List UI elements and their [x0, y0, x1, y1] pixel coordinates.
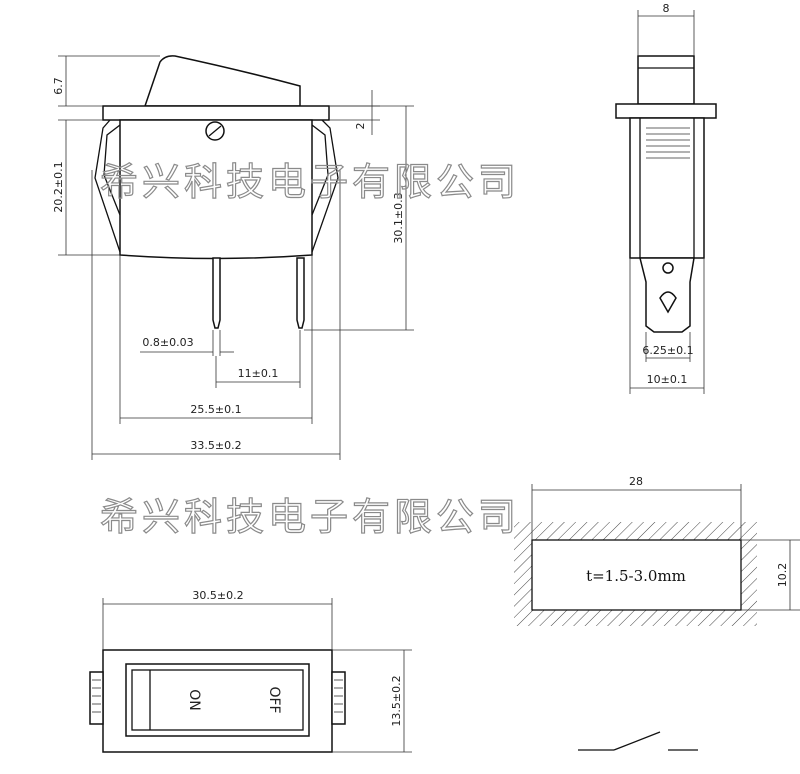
dim-terminal-width: 6.25±0.1 [642, 344, 693, 357]
left-clip [94, 119, 121, 253]
left-latch [89, 671, 104, 725]
watermark-top: 希兴科技电子有限公司 [100, 160, 520, 204]
dim-body-width: 25.5±0.1 [190, 403, 241, 416]
side-view: 8 6.25±0.1 10±0.1 [615, 2, 717, 394]
on-label: ON [186, 689, 202, 711]
dim-rocker-height: 6.7 [52, 77, 65, 95]
dim-total-height: 30.1±0.3 [392, 192, 405, 243]
right-latch [331, 671, 346, 725]
pin-left [212, 257, 221, 329]
dim-pin-pitch: 11±0.1 [238, 367, 279, 380]
dim-side-top: 8 [663, 2, 670, 15]
dim-cutout-width: 28 [629, 475, 643, 488]
watermark-middle: 希兴科技电子有限公司 [100, 495, 520, 539]
dim-side-width: 10±0.1 [647, 373, 688, 386]
cutout-hole [531, 539, 742, 611]
dim-flange-gap: 2 [354, 123, 367, 130]
front-view: 6.7 20.2±0.1 2 30.1±0.3 0.8±0.03 11±0.1 … [52, 55, 414, 460]
terminal-slot-icon [659, 291, 677, 314]
side-rocker [637, 55, 695, 105]
terminal-hole-icon [662, 262, 674, 274]
right-clip [311, 119, 339, 253]
side-ribs [646, 127, 690, 159]
switch-symbol [578, 731, 698, 751]
flange [102, 105, 330, 121]
pin-right [296, 257, 305, 329]
top-view: ON OFF 30.5±0.2 13.5±0.2 [89, 589, 412, 753]
dim-top-width: 30.5±0.2 [192, 589, 243, 602]
switch-body [119, 119, 313, 260]
panel-thickness-note: t=1.5-3.0mm [586, 567, 686, 585]
panel-cutout: t=1.5-3.0mm 28 10.2 [514, 475, 800, 626]
dim-body-height: 20.2±0.1 [52, 161, 65, 212]
dim-cutout-height: 10.2 [776, 563, 789, 588]
rocker-top [125, 663, 310, 737]
dim-pin-width: 0.8±0.03 [142, 336, 193, 349]
off-label: OFF [266, 686, 282, 713]
dim-overall-width: 33.5±0.2 [190, 439, 241, 452]
rocker-actuator [143, 55, 301, 107]
side-flange [615, 103, 717, 119]
side-body [629, 117, 705, 259]
dim-top-height: 13.5±0.2 [390, 675, 403, 726]
